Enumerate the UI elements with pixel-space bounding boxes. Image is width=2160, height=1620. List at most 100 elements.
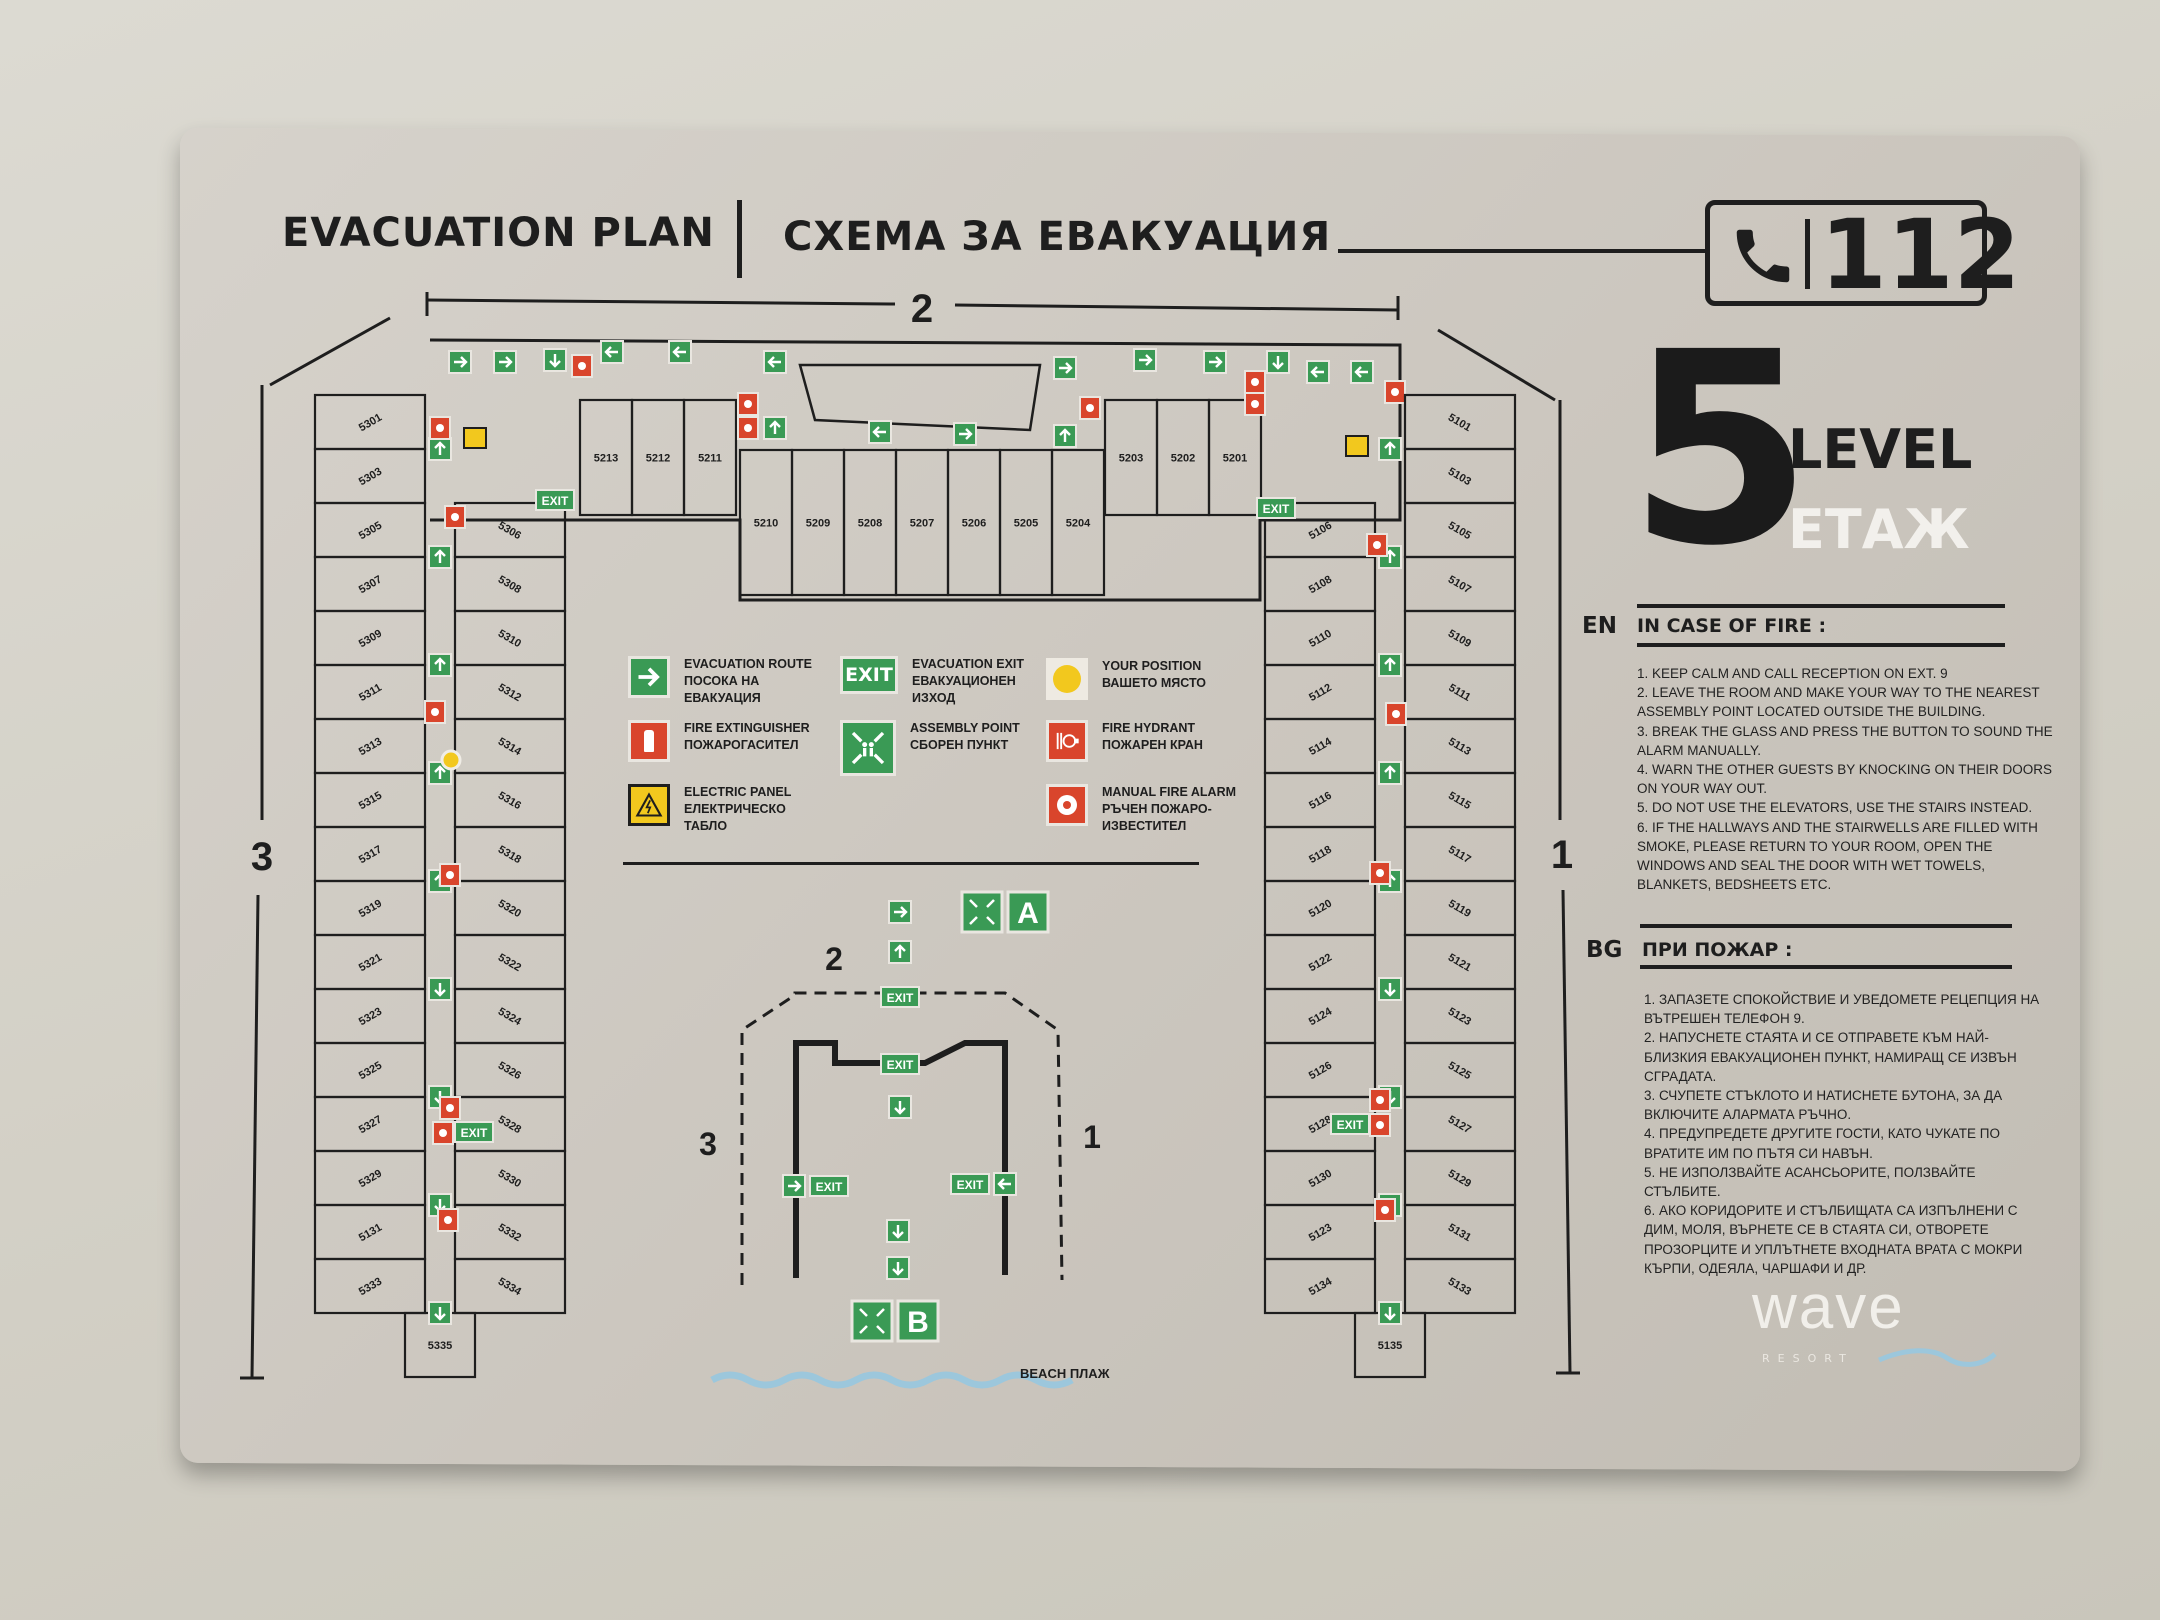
atrium-void xyxy=(798,363,1042,432)
room-number: 5311 xyxy=(357,682,384,704)
legend-label-en: ASSEMBLY POINT xyxy=(910,721,1020,735)
room-number: 5317 xyxy=(357,844,384,867)
room-number: 5117 xyxy=(1446,844,1473,866)
legend-label-bg: ПОЖАРЕН КРАН xyxy=(1102,738,1203,752)
legend-label-bg: РЪЧЕН ПОЖАРО-ИЗВЕСТИТЕЛ xyxy=(1102,802,1212,833)
arrow-glyph xyxy=(872,426,886,438)
lang-bg: BG xyxy=(1586,937,1623,963)
fire-extinguisher-icon xyxy=(628,720,670,762)
arrow-glyph xyxy=(434,657,446,671)
title-bg: СХЕМА ЗА ЕВАКУАЦИЯ xyxy=(783,214,1332,260)
legend-label-en: ELECTRIC PANEL xyxy=(684,785,792,799)
fire-heading-en: IN CASE OF FIRE : xyxy=(1637,615,1827,637)
exit-icon xyxy=(1256,497,1296,519)
assembly-glyph xyxy=(859,1308,885,1334)
assembly-point-icon xyxy=(840,720,896,776)
legend-label-bg: ВАШЕТО МЯСТО xyxy=(1102,676,1207,690)
room-number: 5123 xyxy=(1446,1006,1473,1029)
room-number: 5318 xyxy=(496,844,523,867)
phone-icon xyxy=(1736,229,1790,283)
title-en: EVACUATION PLAN xyxy=(282,210,715,256)
fire-extinguisher-icon-glyph xyxy=(744,424,752,432)
room-number: 5212 xyxy=(646,453,670,465)
room-number: 5329 xyxy=(357,1168,384,1191)
room-number: 5127 xyxy=(1446,1114,1473,1137)
room-number: 5308 xyxy=(496,574,523,597)
room-number: 5115 xyxy=(1446,790,1473,812)
legend-label-en: MANUAL FIRE ALARM xyxy=(1102,785,1237,799)
instructions-en: 1. KEEP CALM AND CALL RECEPTION ON EXT. … xyxy=(1637,664,2057,894)
manual-fire-alarm-icon-glyph xyxy=(436,424,444,432)
fire-hydrant-icon-glyph xyxy=(744,400,752,408)
room-number: 5324 xyxy=(496,1006,524,1029)
manual-fire-alarm-icon-glyph xyxy=(431,708,439,716)
room-number: 5306 xyxy=(496,520,523,543)
assembly-point-b-badge xyxy=(896,1299,940,1343)
exit-label: EXIT xyxy=(542,494,569,508)
rule xyxy=(1640,965,2012,969)
room-number: 5321 xyxy=(357,952,384,975)
room-number: 5113 xyxy=(1446,736,1473,758)
room-number: 5325 xyxy=(357,1060,384,1083)
room xyxy=(313,1257,427,1315)
room-number: 5126 xyxy=(1307,1060,1334,1083)
manual-fire-alarm-icon-glyph xyxy=(578,362,586,370)
legend-label-en: YOUR POSITION xyxy=(1102,659,1202,673)
site-boundary xyxy=(740,991,1064,1285)
room-number: 5335 xyxy=(428,1340,452,1352)
instruction-item: 1. KEEP CALM AND CALL RECEPTION ON EXT. … xyxy=(1637,666,1948,681)
room-number: 5205 xyxy=(1014,518,1038,530)
arrow-glyph xyxy=(672,346,686,358)
room-number: 5112 xyxy=(1307,682,1334,704)
room-number: 5122 xyxy=(1307,952,1334,975)
legend-label-bg: ЕВАКУАЦИОНЕН ИЗХОД xyxy=(912,674,1016,705)
assembly-glyph xyxy=(969,899,995,925)
assembly-point-a-badge xyxy=(1006,890,1050,934)
room-number: 5134 xyxy=(1307,1275,1335,1298)
room-number: 5101 xyxy=(1446,412,1473,435)
room-number: 5133 xyxy=(1446,1276,1473,1299)
room-number: 5328 xyxy=(496,1114,523,1137)
dimension-line-top xyxy=(426,298,896,306)
instruction-item: 3. BREAK THE GLASS AND PRESS THE BUTTON … xyxy=(1637,723,2053,758)
room-number: 5307 xyxy=(357,574,384,597)
legend-label-en: EVACUATION ROUTE xyxy=(684,657,813,671)
arrow-glyph xyxy=(1384,1307,1396,1321)
room-number: 5319 xyxy=(357,898,384,921)
exit-label: EXIT xyxy=(461,1126,488,1140)
arrow-glyph xyxy=(1384,441,1396,455)
exit-icon: EXIT xyxy=(840,656,898,694)
room-number: 5209 xyxy=(806,518,830,530)
room-number: 5320 xyxy=(496,898,523,921)
arrow-glyph xyxy=(1209,356,1223,368)
arrow-glyph xyxy=(1384,983,1396,997)
exit-icon xyxy=(809,1175,849,1197)
room-number: 5111 xyxy=(1446,682,1472,704)
manual-fire-alarm-icon-glyph xyxy=(1392,710,1400,718)
room-number: 5309 xyxy=(357,628,384,651)
exit-label: EXIT xyxy=(957,1178,984,1192)
room-number: 5305 xyxy=(357,520,384,543)
arrow-glyph xyxy=(894,906,908,918)
room-number: 5313 xyxy=(357,736,384,759)
level-number: 5 xyxy=(1628,296,1813,604)
room-number: 5107 xyxy=(1446,574,1473,597)
fire-hydrant-icon-glyph xyxy=(446,871,454,879)
room-number: 5332 xyxy=(496,1222,523,1245)
room-number: 5315 xyxy=(357,790,384,813)
arrow-glyph xyxy=(434,765,446,779)
arrow-glyph xyxy=(1384,657,1396,671)
legend-your-position: YOUR POSITION ВАШЕТО МЯСТО xyxy=(1046,658,1206,700)
arrow-glyph xyxy=(1384,765,1396,779)
room-number: 5108 xyxy=(1307,574,1334,597)
instruction-item: 4. ПРЕДУПРЕДЕТЕ ДРУГИТЕ ГОСТИ, КАТО ЧУКА… xyxy=(1644,1126,2000,1161)
arrow-glyph xyxy=(767,356,781,368)
arrow-glyph xyxy=(1059,428,1071,442)
dimension-line-right xyxy=(1437,328,1556,402)
level-label-en: LEVEL xyxy=(1788,418,1973,481)
room-number: 5316 xyxy=(496,790,523,813)
room xyxy=(1403,1257,1517,1315)
room-number: 5314 xyxy=(496,736,524,759)
wave-mark-icon xyxy=(1878,1348,1997,1367)
